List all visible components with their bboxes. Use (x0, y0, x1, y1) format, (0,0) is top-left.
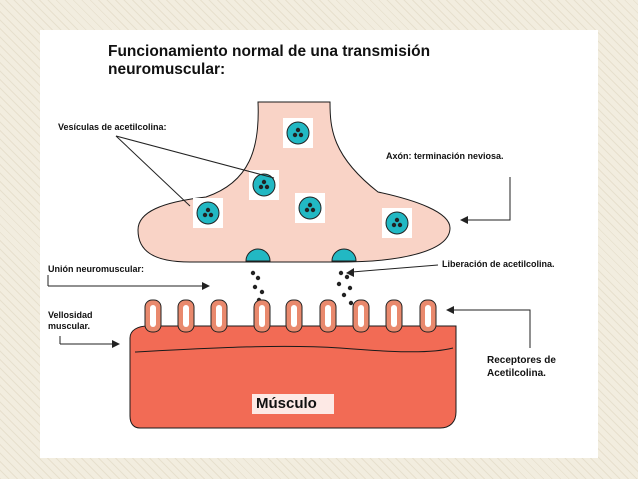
villus-line-1: Vellosidad (48, 310, 93, 320)
fusing-vesicle-left (245, 248, 271, 262)
fusing-vesicle-right (331, 248, 357, 262)
receptors-line-2: Acetilcolina. (487, 368, 546, 379)
slide-title: Funcionamiento normal de una transmisión… (108, 43, 430, 79)
vesicle-3 (193, 198, 223, 228)
label-axon: Axón: terminación neviosa. (386, 151, 504, 161)
muscle-label-box (252, 394, 334, 414)
muscle-villi (144, 299, 437, 333)
villus-openings (150, 305, 431, 327)
leader-lines (47, 135, 531, 348)
label-neuromuscular-junction: Unión neuromuscular: (48, 264, 145, 274)
label-vesicles: Vesículas de acetilcolina: (58, 122, 167, 132)
title-line-1: Funcionamiento normal de una transmisión (108, 43, 431, 60)
slide-canvas: Funcionamiento normal de una transmisión… (40, 30, 598, 458)
receptors-line-1: Receptores de (487, 355, 556, 366)
label-acetylcholine-release: Liberación de acetilcolina. (442, 259, 555, 269)
label-muscle-villus: Vellosidad muscular. (48, 310, 93, 332)
vesicle-5 (382, 208, 412, 238)
title-line-2: neuromuscular: (108, 61, 226, 78)
vesicle-2 (249, 170, 279, 200)
vesicle-4 (295, 193, 325, 223)
muscle-membrane-line (134, 345, 454, 353)
arrowheads (112, 216, 468, 348)
neuromuscular-diagram (47, 101, 531, 429)
muscle-block (129, 325, 457, 429)
villus-line-2: muscular. (48, 321, 91, 331)
vesicle-1 (283, 118, 313, 148)
label-muscle: Músculo (256, 395, 317, 412)
label-acetylcholine-receptors: Receptores de Acetilcolina. (487, 354, 556, 380)
